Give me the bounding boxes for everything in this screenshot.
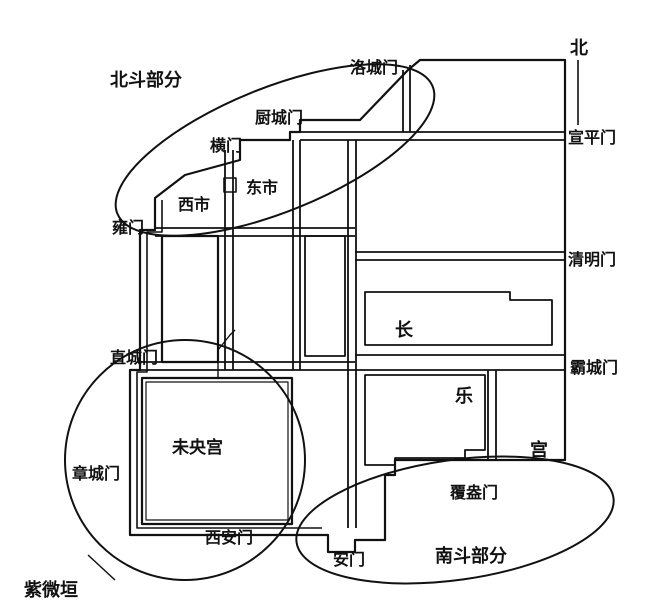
streets-vertical [224,65,497,528]
streets-horizontal [140,131,565,371]
weiyang-palace-inner [145,381,289,521]
ziwei-leader [87,554,116,581]
label-west-market: 西市 [178,195,211,214]
label-an-gate: 安门 [333,550,366,569]
label-north: 北 [570,38,588,59]
ziwei-circle [64,339,306,581]
label-east-market: 东市 [246,178,279,197]
label-zhangcheng-gate: 章城门 [72,464,121,483]
label-qingming-gate: 清明门 [568,250,617,269]
label-luocheng-gate: 洛城门 [350,58,399,77]
label-yong-gate: 雍门 [112,218,145,237]
label-chang: 长 [395,320,413,341]
label-heng-gate: 横门 [210,136,243,155]
label-bacheng-gate: 霸城门 [570,358,619,377]
label-fuang-gate: 覆盎门 [450,483,499,502]
label-le: 乐 [455,386,473,407]
label-gong: 宫 [530,440,548,461]
city-wall-inner [136,200,322,529]
label-chucheng-gate: 厨城门 [255,108,304,127]
label-weiyang-palace: 未央宫 [172,438,223,458]
weiyang-palace-block [140,376,294,526]
canal-line [217,329,236,378]
north-dipper-ellipse [114,63,436,237]
east-market-marker [223,177,237,193]
label-xuanping-gate: 宣平门 [568,128,617,147]
label-south-dipper: 南斗部分 [435,546,507,567]
block-center-south [304,235,346,357]
south-dipper-ellipse [295,455,615,585]
label-ziwei-enclosure: 紫微垣 [24,580,78,601]
changle-palace-block [364,291,553,346]
label-zhicheng-gate: 直城门 [110,348,159,367]
label-xian-gate: 西安门 [205,528,254,547]
label-north-dipper: 北斗部分 [110,70,182,91]
